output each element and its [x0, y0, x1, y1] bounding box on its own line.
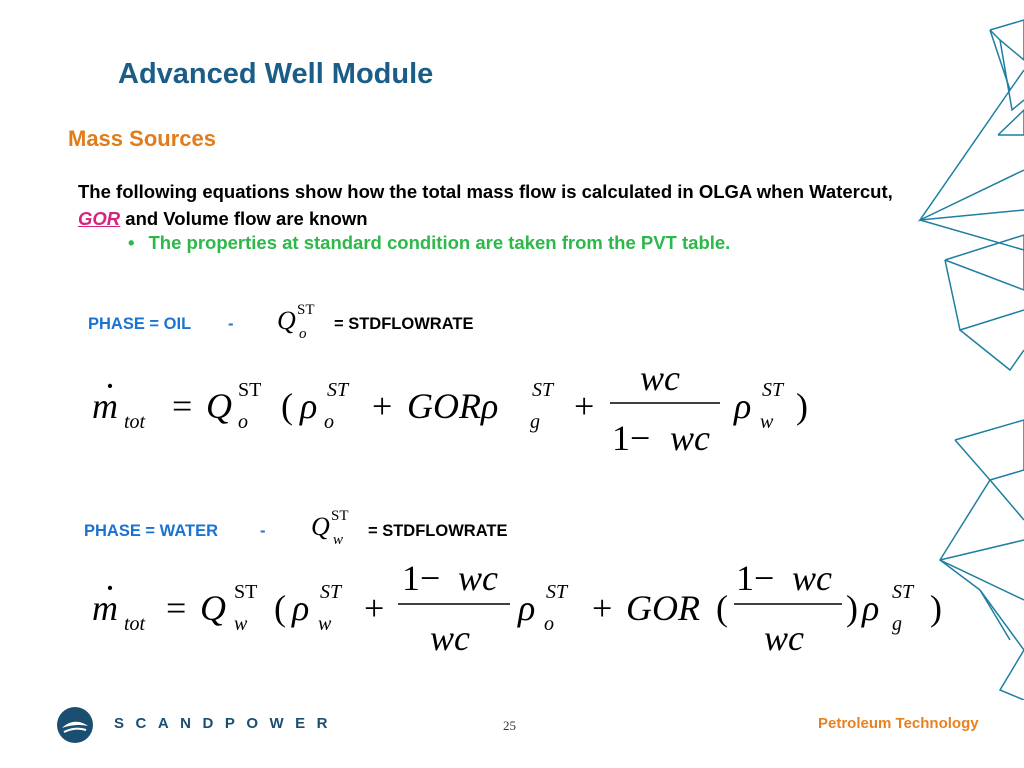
svg-text:m: m [92, 386, 118, 426]
water-assignment: = STDFLOWRATE [368, 522, 508, 540]
svg-text:w: w [318, 613, 332, 635]
oil-q-superscript: ST [297, 302, 315, 318]
svg-text:(: ( [716, 588, 728, 628]
svg-text:o: o [238, 411, 248, 433]
water-q-superscript: ST [331, 508, 349, 524]
oil-dash: - [228, 315, 234, 333]
section-subtitle: Mass Sources [68, 126, 216, 151]
svg-text:wc: wc [792, 558, 832, 598]
svg-text:ST: ST [320, 581, 343, 603]
intro-text-part1: The following equations show how the tot… [78, 181, 893, 202]
svg-text:tot: tot [124, 411, 146, 433]
svg-text:(: ( [274, 588, 286, 628]
svg-text:ST: ST [327, 379, 350, 401]
svg-text:): ) [796, 386, 808, 426]
svg-text:w: w [760, 411, 774, 433]
bullet-symbol: • [128, 232, 135, 253]
svg-text:ST: ST [892, 581, 915, 603]
water-q-subscript: w [333, 532, 344, 548]
svg-text:+: + [372, 386, 392, 426]
svg-text:): ) [930, 588, 942, 628]
svg-text:o: o [544, 613, 554, 635]
svg-text:1−: 1− [402, 558, 440, 598]
svg-text:wc: wc [430, 618, 470, 658]
svg-text:Q: Q [206, 386, 232, 426]
svg-text:=: = [166, 588, 186, 628]
svg-text:ST: ST [546, 581, 569, 603]
bullet-text: The properties at standard condition are… [148, 232, 731, 253]
scandpower-logo-icon [57, 707, 93, 743]
svg-text:o: o [324, 411, 334, 433]
svg-text:GORρ: GORρ [407, 386, 498, 426]
slide-title: Advanced Well Module [118, 58, 434, 90]
svg-text:ST: ST [532, 379, 555, 401]
svg-text:1−: 1− [736, 558, 774, 598]
svg-text:·: · [104, 366, 116, 406]
oil-assignment: = STDFLOWRATE [334, 315, 474, 333]
svg-text:w: w [234, 613, 248, 635]
water-phase-label: PHASE = WATER [84, 522, 219, 540]
svg-text:+: + [574, 386, 594, 426]
svg-text:ρ: ρ [733, 386, 751, 426]
svg-text:GOR: GOR [626, 588, 700, 628]
svg-text:m: m [92, 588, 118, 628]
svg-text:wc: wc [670, 418, 710, 458]
water-q-letter: Q [311, 512, 330, 541]
bullet-item: • The properties at standard condition ar… [128, 232, 730, 254]
svg-text:Q: Q [200, 588, 226, 628]
svg-text:ST: ST [234, 581, 257, 603]
svg-text:ρ: ρ [517, 588, 535, 628]
svg-text:ρ: ρ [299, 386, 317, 426]
intro-text-part2: and Volume flow are known [125, 208, 368, 229]
intro-paragraph: The following equations show how the tot… [78, 178, 918, 232]
svg-text:wc: wc [458, 558, 498, 598]
svg-text:g: g [530, 411, 540, 433]
oil-q-subscript: o [299, 326, 307, 342]
svg-text:·: · [104, 568, 116, 608]
svg-text:wc: wc [764, 618, 804, 658]
svg-text:ST: ST [762, 379, 785, 401]
svg-text:ST: ST [238, 379, 261, 401]
brand-wordmark: SCANDPOWER [114, 715, 340, 732]
svg-text:1−: 1− [612, 418, 650, 458]
division-label: Petroleum Technology [818, 715, 979, 732]
water-dash: - [260, 522, 266, 540]
svg-text:ρ: ρ [861, 588, 879, 628]
oil-phase-label: PHASE = OIL [88, 315, 192, 333]
page-number: 25 [503, 718, 516, 733]
svg-text:ρ: ρ [291, 588, 309, 628]
svg-text:+: + [592, 588, 612, 628]
oil-q-symbol: Q ST o [277, 302, 315, 342]
svg-text:g: g [892, 613, 902, 635]
oil-q-letter: Q [277, 306, 296, 335]
svg-text:(: ( [281, 386, 293, 426]
water-q-symbol: Q ST w [311, 508, 349, 548]
gor-term: GOR [78, 208, 121, 229]
svg-text:=: = [172, 386, 192, 426]
svg-text:): ) [846, 588, 858, 628]
svg-text:wc: wc [640, 358, 680, 398]
decorative-wireframe [917, 19, 1024, 700]
svg-text:+: + [364, 588, 384, 628]
svg-text:tot: tot [124, 613, 146, 635]
